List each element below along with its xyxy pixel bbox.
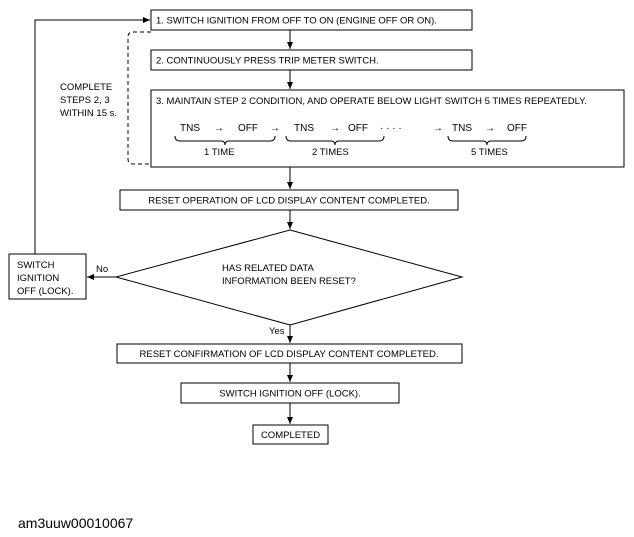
times-2-label: 2 TIMES <box>312 147 349 158</box>
seq-arrow-4: → <box>433 123 443 134</box>
times-5-label: 5 TIMES <box>471 147 508 158</box>
figure-id-caption: am3uuw00010067 <box>18 515 133 531</box>
brace-1 <box>174 135 276 146</box>
reset-operation-text: RESET OPERATION OF LCD DISPLAY CONTENT C… <box>148 196 430 207</box>
steps-bracket <box>127 31 151 165</box>
switch-ignition-line3: OFF (LOCK). <box>17 286 73 297</box>
side-note-line1: COMPLETE <box>60 82 112 93</box>
yes-label: Yes <box>269 326 285 337</box>
seq-off-5: OFF <box>507 123 527 134</box>
brace-2 <box>285 135 385 146</box>
seq-arrow-5: → <box>485 123 495 134</box>
seq-tns-2: TNS <box>294 123 314 134</box>
seq-arrow-2: → <box>270 123 280 134</box>
seq-tns-5: TNS <box>452 123 472 134</box>
light-switch-sequence: TNS → OFF → TNS → OFF · · · · → TNS → OF… <box>174 123 527 158</box>
seq-off-2: OFF <box>348 123 368 134</box>
switch-ignition-line1: SWITCH <box>17 260 55 271</box>
seq-dots: · · · · <box>380 123 402 134</box>
reset-confirmation-text: RESET CONFIRMATION OF LCD DISPLAY CONTEN… <box>140 349 439 360</box>
step2-box <box>150 49 473 71</box>
ignition-off-text: SWITCH IGNITION OFF (LOCK). <box>219 389 360 400</box>
seq-arrow-1: → <box>214 123 224 134</box>
seq-arrow-3: → <box>330 123 340 134</box>
step3-box <box>150 89 625 168</box>
completed-text: COMPLETED <box>261 430 320 441</box>
step1-box <box>150 9 473 31</box>
decision-text-line1: HAS RELATED DATA <box>222 263 315 274</box>
step2-text: 2. CONTINUOUSLY PRESS TRIP METER SWITCH. <box>156 56 379 67</box>
switch-ignition-off-box <box>8 253 87 300</box>
completed-box <box>252 424 329 445</box>
brace-5 <box>447 135 527 146</box>
loop-back-arrow <box>34 17 150 254</box>
step1-text: 1. SWITCH IGNITION FROM OFF TO ON (ENGIN… <box>156 16 437 27</box>
seq-tns-1: TNS <box>180 123 200 134</box>
seq-off-1: OFF <box>238 123 258 134</box>
side-note-line3: WITHIN 15 s. <box>60 108 117 119</box>
switch-ignition-line2: IGNITION <box>17 273 59 284</box>
no-label: No <box>96 264 108 275</box>
reset-operation-box <box>119 189 459 211</box>
step3-text: 3. MAINTAIN STEP 2 CONDITION, AND OPERAT… <box>156 96 587 107</box>
times-1-label: 1 TIME <box>204 147 234 158</box>
decision-text-line2: INFORMATION BEEN RESET? <box>222 276 356 287</box>
side-note-line2: STEPS 2, 3 <box>60 95 110 106</box>
